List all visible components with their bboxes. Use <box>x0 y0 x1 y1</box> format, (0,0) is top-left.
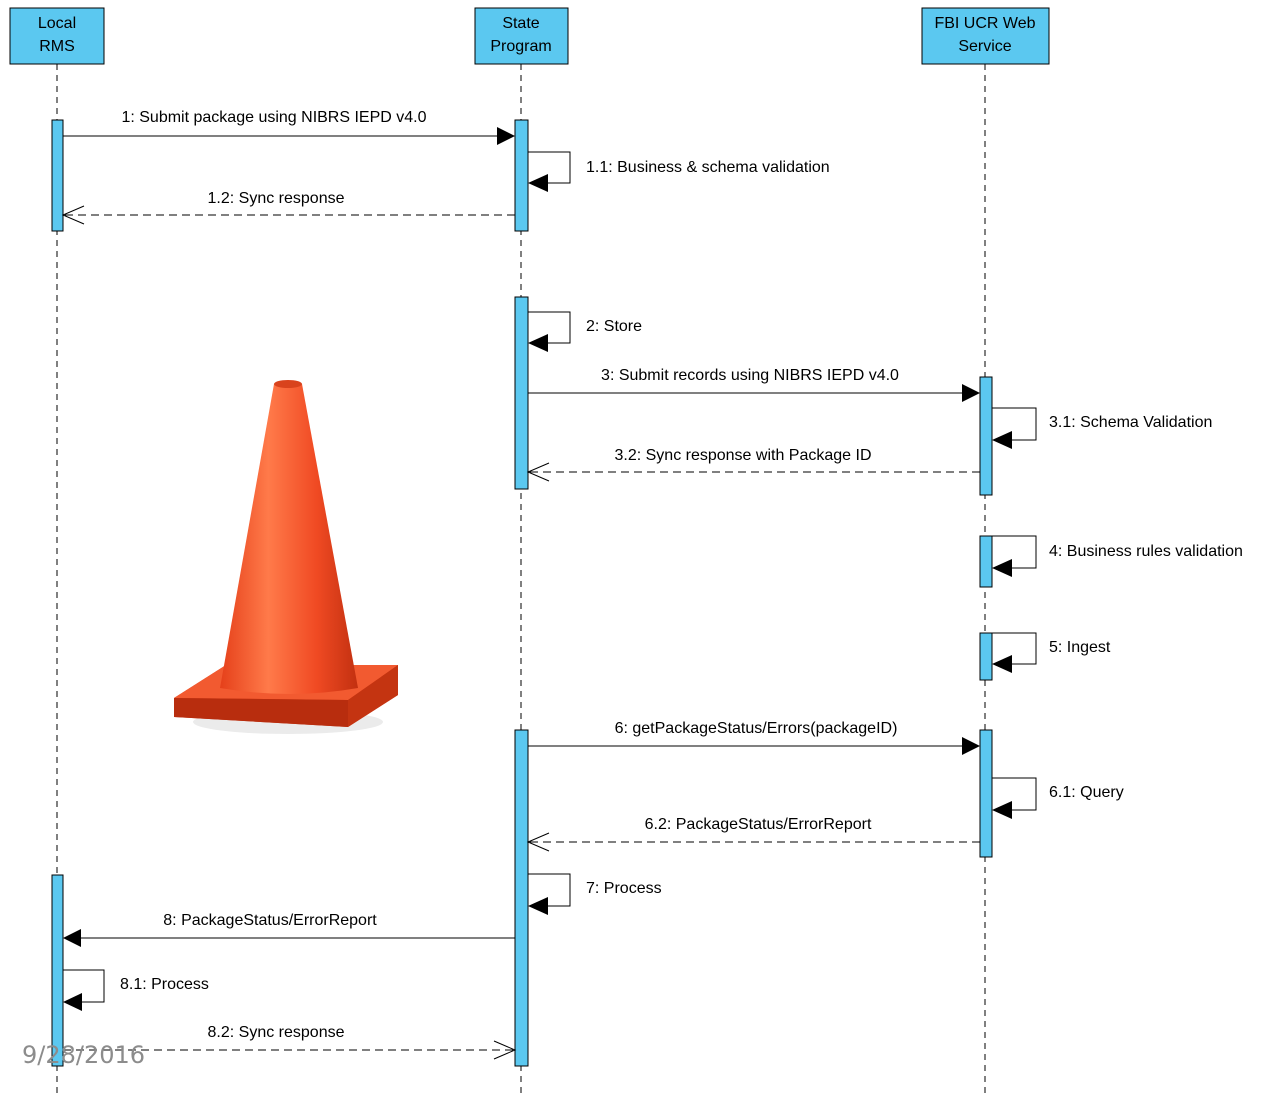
participant-box <box>474 7 569 65</box>
activation-bar <box>979 729 993 858</box>
arrowhead-filled <box>992 655 1012 673</box>
message-label: 8.1: Process <box>120 976 209 993</box>
message-5: 5: Ingest <box>992 632 1111 673</box>
message-label: 6.1: Query <box>1049 784 1124 801</box>
message-6-2: 6.2: PackageStatus/ErrorReport <box>526 816 980 852</box>
footer-date: 9/28/2016 <box>22 1041 145 1069</box>
message-label: 6.2: PackageStatus/ErrorReport <box>645 816 872 833</box>
message-8-2: 8.2: Sync response <box>63 1024 517 1060</box>
message-label: 8.2: Sync response <box>208 1024 345 1041</box>
message-8-1: 8.1: Process <box>63 969 209 1011</box>
participant-local-rms: Local RMS <box>9 7 105 65</box>
message-6-1: 6.1: Query <box>992 777 1124 819</box>
participant-box <box>921 7 1050 65</box>
participant-label-line2: RMS <box>39 38 75 55</box>
message-label: 8: PackageStatus/ErrorReport <box>163 912 377 929</box>
self-call-line <box>992 632 1037 665</box>
participant-label-line1: FBI UCR Web <box>934 15 1035 32</box>
arrowhead-filled <box>497 127 515 145</box>
message-3-1: 3.1: Schema Validation <box>992 407 1212 449</box>
message-4: 4: Business rules validation <box>992 535 1243 577</box>
activation-bar <box>514 296 529 490</box>
message-2: 2: Store <box>528 311 642 352</box>
arrowhead-filled <box>992 559 1012 577</box>
arrowhead-filled <box>528 897 548 915</box>
message-label: 1.1: Business & schema validation <box>586 159 830 176</box>
self-call-line <box>528 311 571 344</box>
message-label: 5: Ingest <box>1049 639 1111 656</box>
self-call-line <box>992 407 1037 441</box>
message-label: 3.2: Sync response with Package ID <box>614 447 871 464</box>
message-label: 7: Process <box>586 880 662 897</box>
arrowhead-open <box>526 832 550 852</box>
self-call-line <box>992 777 1037 811</box>
message-6: 6: getPackageStatus/Errors(packageID) <box>528 720 980 755</box>
participant-label-line1: Local <box>38 15 76 32</box>
message-8: 8: PackageStatus/ErrorReport <box>63 912 515 947</box>
message-label: 3: Submit records using NIBRS IEPD v4.0 <box>601 367 899 384</box>
activation-bar <box>979 376 993 496</box>
activation-bar <box>979 632 993 681</box>
arrowhead-filled <box>992 801 1012 819</box>
traffic-cone-image <box>174 380 398 734</box>
self-call-line <box>528 151 571 184</box>
self-call-line <box>528 873 571 907</box>
message-3: 3: Submit records using NIBRS IEPD v4.0 <box>528 367 980 402</box>
activation-bar <box>514 119 529 232</box>
cone-body <box>220 381 358 694</box>
activation-bar <box>51 874 64 1067</box>
arrowhead-filled <box>962 737 980 755</box>
arrowhead-filled <box>992 431 1012 449</box>
participant-state-program: State Program <box>474 7 569 65</box>
message-label: 4: Business rules validation <box>1049 543 1243 560</box>
activation-bar <box>51 119 64 232</box>
message-label: 1: Submit package using NIBRS IEPD v4.0 <box>121 109 426 126</box>
activation-bars <box>51 119 993 1067</box>
message-3-2: 3.2: Sync response with Package ID <box>526 447 980 482</box>
message-label: 1.2: Sync response <box>208 190 345 207</box>
participant-label-line2: Program <box>490 38 551 55</box>
arrowhead-filled <box>528 334 548 352</box>
arrowhead-filled <box>962 384 980 402</box>
message-7: 7: Process <box>528 873 662 915</box>
message-label: 6: getPackageStatus/Errors(packageID) <box>615 720 898 737</box>
participant-fbi-ucr: FBI UCR Web Service <box>921 7 1050 65</box>
activation-bar <box>979 535 993 588</box>
participant-label-line2: Service <box>958 38 1011 55</box>
message-1: 1: Submit package using NIBRS IEPD v4.0 <box>63 109 515 145</box>
arrowhead-filled <box>63 929 81 947</box>
message-label: 2: Store <box>586 318 642 335</box>
arrowhead-filled <box>528 174 548 192</box>
participant-box <box>9 7 105 65</box>
arrowhead-open <box>526 462 550 482</box>
arrowhead-open <box>493 1040 517 1060</box>
message-label: 3.1: Schema Validation <box>1049 414 1212 431</box>
arrowhead-open <box>61 205 85 225</box>
arrowhead-filled <box>63 993 82 1011</box>
activation-bar <box>514 729 529 1067</box>
message-1-2: 1.2: Sync response <box>61 190 515 225</box>
participant-label-line1: State <box>502 15 539 32</box>
self-call-line <box>63 969 105 1003</box>
self-call-line <box>992 535 1037 569</box>
message-1-1: 1.1: Business & schema validation <box>528 151 830 192</box>
